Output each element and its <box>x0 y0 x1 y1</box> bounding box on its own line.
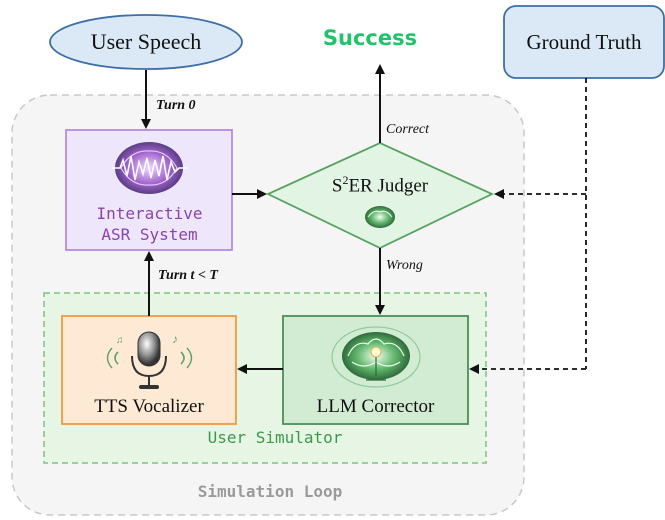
ground-truth-node <box>503 5 665 79</box>
brain-icon <box>365 206 395 228</box>
svg-text:♪: ♪ <box>172 332 178 346</box>
user-speech-node <box>49 14 243 70</box>
asr-label-line2: ASR System <box>101 225 198 244</box>
user-speech-label: User Speech <box>90 29 202 54</box>
tts-vocalizer-label: TTS Vocalizer <box>94 396 204 417</box>
judger-label: S2ER Judger <box>290 173 470 197</box>
user-simulator-label: User Simulator <box>207 428 343 447</box>
judger-prefix: S <box>331 175 343 197</box>
correct-label: Correct <box>386 122 430 137</box>
success-label: Success <box>322 26 418 50</box>
wrong-label: Wrong <box>386 258 423 273</box>
llm-corrector-label: LLM Corrector <box>316 396 435 417</box>
turn0-label: Turn 0 <box>156 98 196 113</box>
brain-waveform-icon <box>112 142 188 194</box>
judger-superscript: 2 <box>342 173 349 187</box>
asr-label-line1: Interactive <box>96 204 203 223</box>
microphone-icon: ♪ ♫ <box>106 331 193 389</box>
asr-system-label: Interactive ASR System <box>68 203 231 245</box>
svg-text:♫: ♫ <box>116 335 124 346</box>
ground-truth-label: Ground Truth <box>526 30 642 54</box>
turn-t-label: Turn t < T <box>158 268 218 283</box>
simulation-loop-label: Simulation Loop <box>197 482 343 501</box>
judger-suffix: ER Judger <box>348 175 429 197</box>
brain-circuit-icon <box>331 326 421 388</box>
